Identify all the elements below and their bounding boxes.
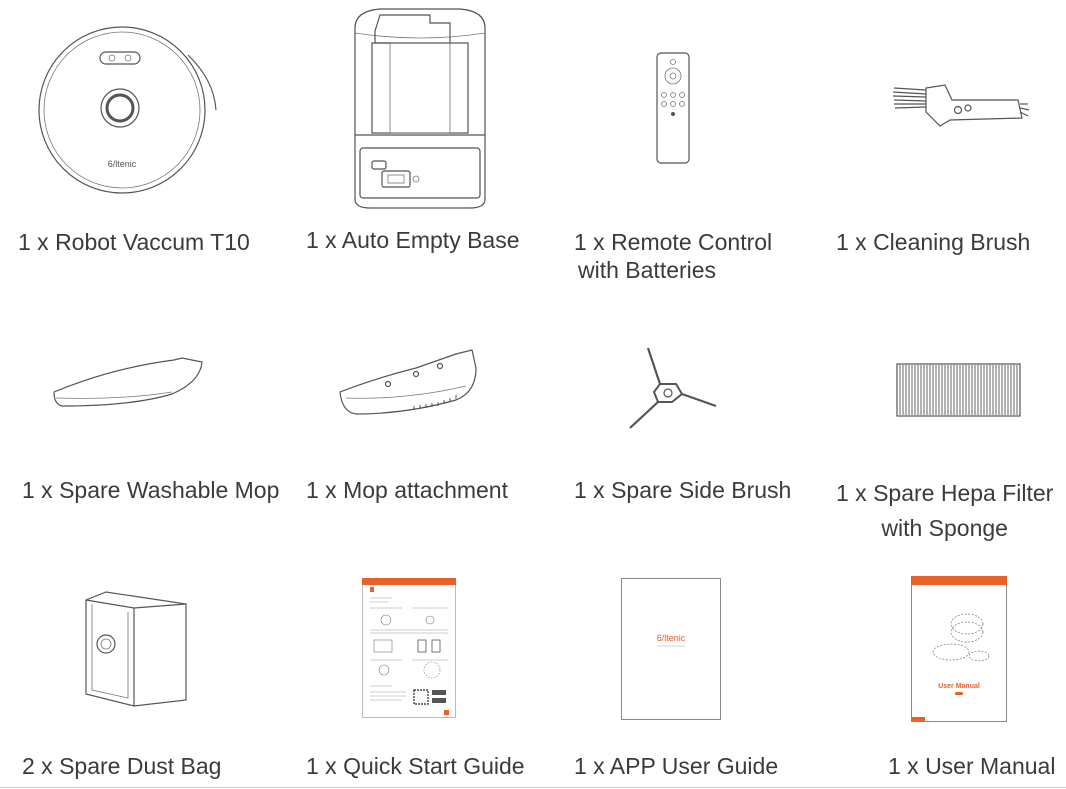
caption-side-brush: 1 x Spare Side Brush [574, 477, 792, 503]
robot-vacuum-logo: 6/ltenic [108, 159, 137, 169]
user-manual-illustration: User Manual [911, 576, 1007, 722]
caption-cleaning-brush: 1 x Cleaning Brush [836, 229, 1031, 255]
app-user-guide-logo: 6/ltenic [657, 633, 686, 643]
caption-hepa-filter: 1 x Spare Hepa Filter with Sponge [836, 480, 1054, 541]
caption-quick-start-guide: 1 x Quick Start Guide [306, 753, 525, 779]
caption-auto-empty-base: 1 x Auto Empty Base [306, 227, 520, 253]
cleaning-brush-illustration [892, 84, 1030, 127]
caption-dust-bag: 2 x Spare Dust Bag [22, 753, 222, 779]
caption-user-manual: 1 x User Manual [888, 753, 1056, 779]
bottom-divider [0, 787, 1066, 788]
caption-mop-attachment: 1 x Mop attachment [306, 477, 508, 503]
user-manual-cover-title: User Manual [938, 683, 980, 690]
mop-attachment-illustration [339, 349, 477, 415]
caption-robot-vacuum: 1 x Robot Vaccum T10 [18, 229, 250, 255]
caption-remote-control: 1 x Remote Control with Batteries [574, 229, 773, 283]
hepa-filter-illustration [896, 363, 1021, 417]
side-brush-illustration [629, 347, 717, 429]
app-user-guide-illustration: 6/ltenic [621, 578, 721, 720]
quick-start-guide-illustration [362, 578, 456, 718]
washable-mop-illustration [53, 357, 203, 407]
remote-control-illustration [656, 52, 690, 164]
dust-bag-illustration [85, 591, 187, 707]
robot-vacuum-illustration: 6/ltenic [38, 26, 217, 194]
caption-washable-mop: 1 x Spare Washable Mop [22, 477, 280, 503]
auto-empty-base-illustration [354, 8, 486, 209]
caption-app-user-guide: 1 x APP User Guide [574, 753, 779, 779]
